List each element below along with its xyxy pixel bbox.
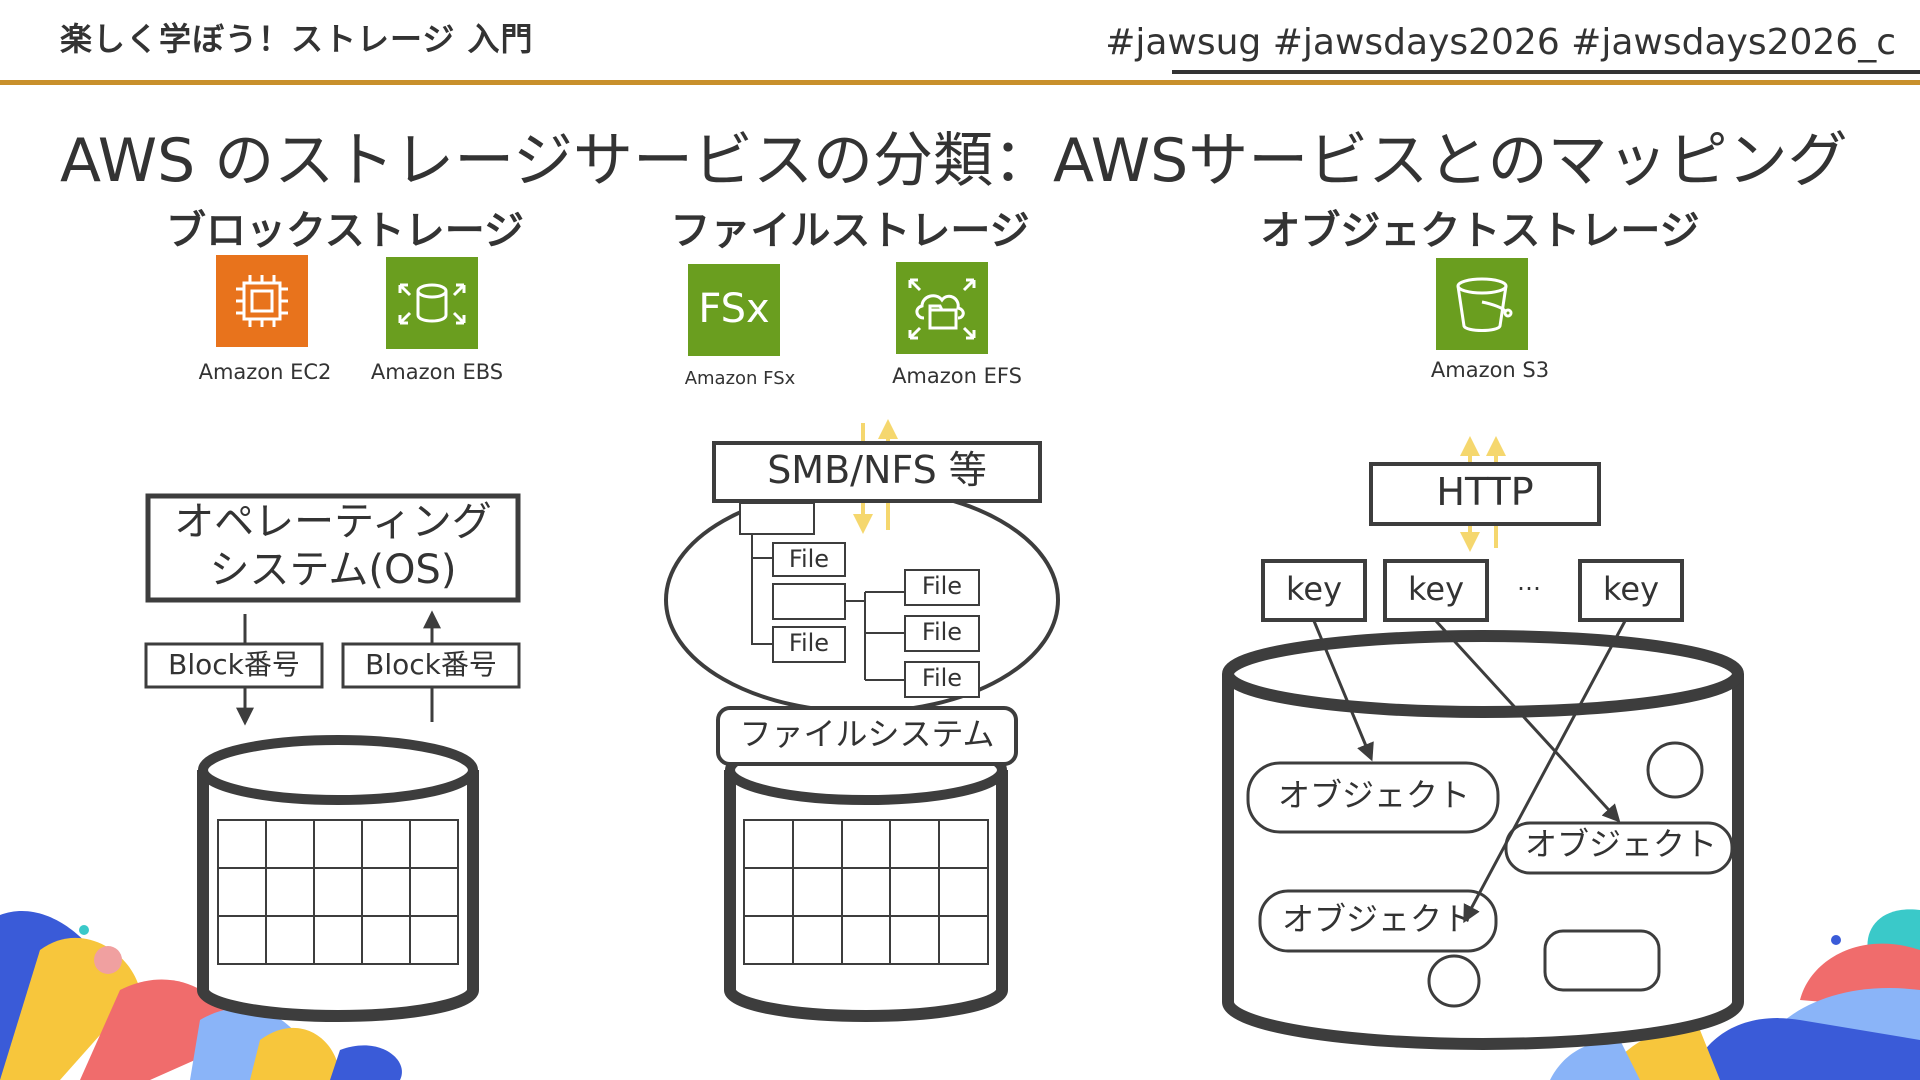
ec2-chip-icon (216, 255, 308, 347)
file-label: File (789, 545, 829, 573)
hashtags: #jawsug #jawsdays2026 #jawsdays2026_c (1105, 22, 1896, 63)
decoration-bottom-right (1550, 909, 1920, 1080)
hashtag-underline (1172, 70, 1920, 74)
block-storage-disk (197, 735, 479, 1022)
fsx-icon: FSx (688, 264, 780, 356)
key-label[interactable]: key (1603, 570, 1659, 608)
filesystem-label: ファイルシステム (739, 715, 994, 753)
object-label: オブジェクト (1525, 825, 1717, 863)
block-number-label-out: Block番号 (168, 648, 300, 681)
fsx-logo-text: FSx (698, 286, 769, 332)
file-label: File (922, 664, 962, 692)
slide-title: AWS のストレージサービスの分類：AWSサービスとのマッピング (60, 126, 1848, 196)
file-label: File (922, 572, 962, 600)
deck-title: 楽しく学ぼう！ストレージ 入門 (60, 20, 534, 58)
s3-bucket-icon (1436, 258, 1528, 350)
file-tree (739, 502, 980, 698)
os-box-line2: システム(OS) (210, 547, 457, 593)
decoration-bottom-left (0, 911, 402, 1080)
block-number-label-in: Block番号 (365, 648, 497, 681)
file-storage-disk (724, 735, 1008, 1022)
object-protocol-label: HTTP (1436, 470, 1533, 514)
service-label-efs: Amazon EFS (892, 364, 1022, 388)
object-label: オブジェクト (1282, 900, 1474, 938)
category-block-storage: ブロックストレージ (166, 208, 524, 254)
category-file-storage: ファイルストレージ (670, 208, 1030, 254)
file-protocol-label: SMB/NFS 等 (767, 448, 987, 492)
os-box-line1: オペレーティング (174, 499, 492, 545)
service-label-fsx: Amazon FSx (684, 368, 796, 389)
service-label-ebs: Amazon EBS (370, 360, 504, 384)
service-label-s3: Amazon S3 (1430, 358, 1550, 382)
file-label: File (789, 629, 829, 657)
service-label-ec2: Amazon EC2 (198, 360, 332, 384)
keys-ellipsis: … (1517, 568, 1541, 596)
key-label[interactable]: key (1408, 570, 1464, 608)
efs-cloud-folder-icon (896, 262, 988, 354)
header-divider (0, 80, 1920, 85)
object-label: オブジェクト (1278, 776, 1470, 814)
file-label: File (922, 618, 962, 646)
key-label[interactable]: key (1286, 570, 1342, 608)
category-object-storage: オブジェクトストレージ (1260, 208, 1700, 254)
ebs-volume-icon (386, 257, 478, 349)
